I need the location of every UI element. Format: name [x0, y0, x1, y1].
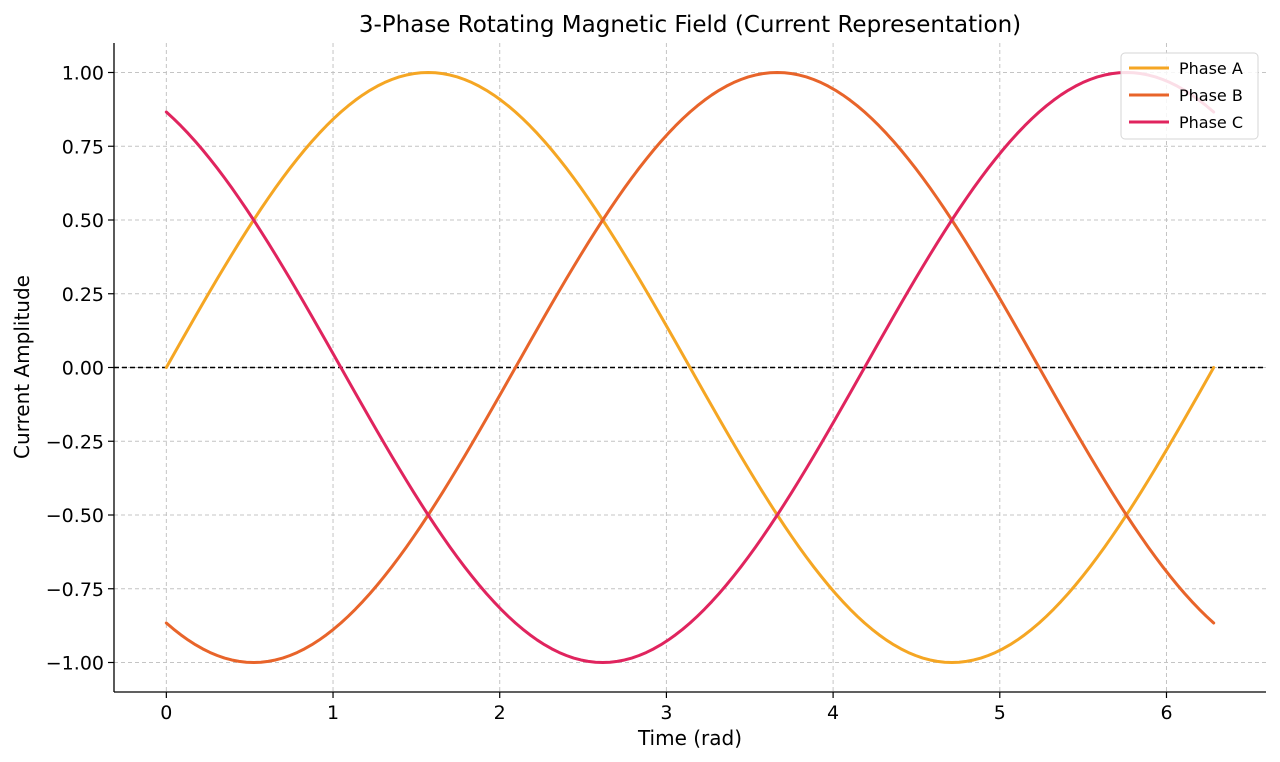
x-tick-label: 5 — [994, 702, 1006, 724]
y-tick-label: 1.00 — [62, 63, 104, 85]
y-tick-label: −0.75 — [46, 579, 104, 601]
legend-label: Phase C — [1179, 113, 1243, 132]
x-axis-label: Time (rad) — [637, 726, 742, 750]
series-line-phase-2 — [164, 71, 1216, 664]
y-axis-ticks: 1.00 0.75 0.50 0.25 0.00 −0.25 −0.50 −0.75 −1.00 — [46, 63, 114, 675]
x-axis-ticks: 0 1 2 3 4 5 6 — [160, 692, 1173, 724]
x-tick-label: 0 — [160, 702, 172, 724]
legend-label: Phase B — [1179, 86, 1243, 105]
legend: Phase A Phase B Phase C — [1120, 52, 1259, 140]
series-line-phase-3 — [164, 71, 1216, 664]
x-tick-label: 2 — [494, 702, 506, 724]
chart-title: 3-Phase Rotating Magnetic Field (Current… — [359, 12, 1021, 38]
y-tick-label: −1.00 — [46, 653, 104, 675]
y-axis-label: Current Amplitude — [10, 275, 34, 459]
legend-label: Phase A — [1179, 59, 1243, 78]
x-tick-label: 6 — [1160, 702, 1172, 724]
series-line-phase-1 — [164, 71, 1216, 664]
y-tick-label: 0.00 — [62, 358, 104, 380]
x-tick-label: 4 — [827, 702, 839, 724]
y-tick-label: −0.50 — [46, 505, 104, 527]
y-tick-label: 0.25 — [62, 284, 104, 306]
y-tick-label: −0.25 — [46, 431, 104, 453]
y-tick-label: 0.50 — [62, 210, 104, 232]
x-tick-label: 3 — [660, 702, 672, 724]
x-tick-label: 1 — [327, 702, 339, 724]
series-group — [164, 71, 1216, 664]
legend-box — [1120, 52, 1259, 140]
y-tick-label: 0.75 — [62, 136, 104, 158]
